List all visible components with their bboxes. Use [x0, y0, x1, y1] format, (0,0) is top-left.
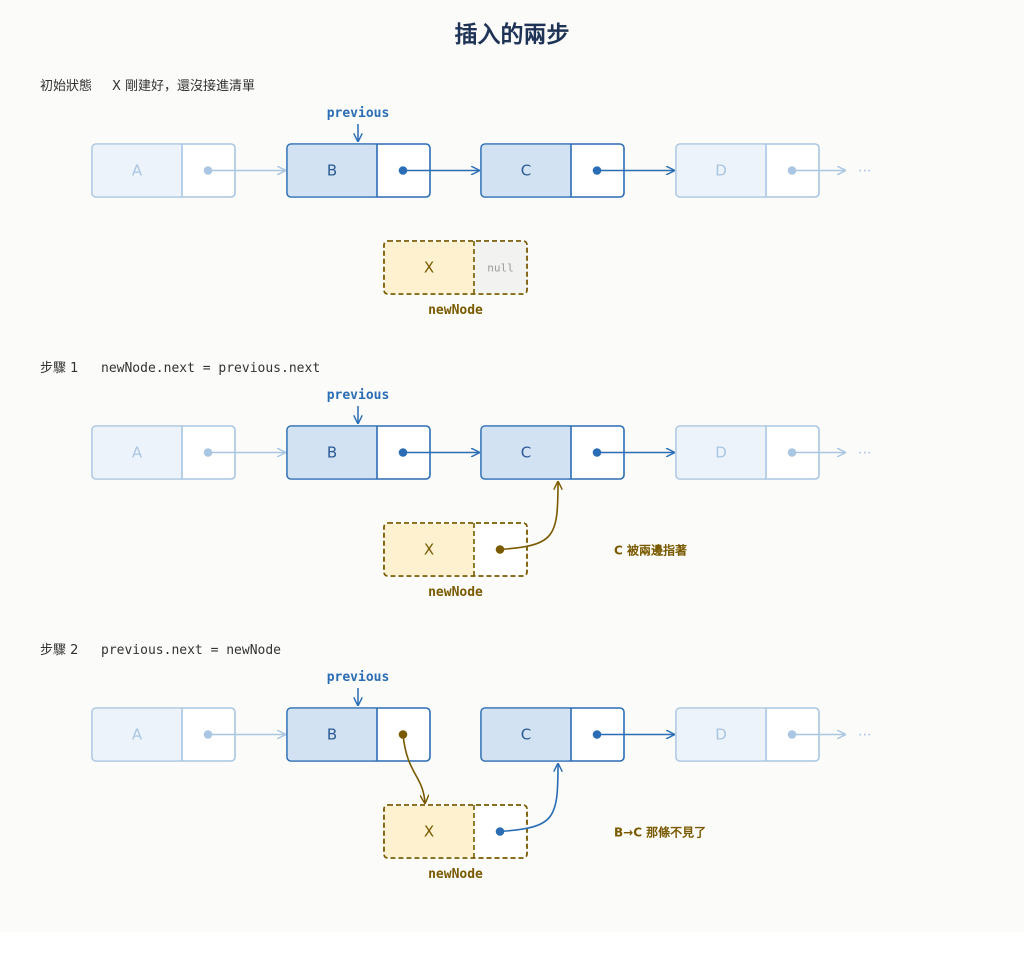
node-label: D [715, 726, 727, 744]
row-label: 步驟 1 [40, 361, 78, 376]
node-label: B [327, 726, 337, 744]
new-node-null-cell [474, 241, 527, 294]
node-label: B [327, 444, 337, 462]
new-node-data-cell [384, 523, 474, 576]
node-label: D [715, 162, 727, 180]
previous-pointer-label: previous [327, 670, 390, 685]
new-node-outline [383, 522, 528, 577]
node-data-cell [481, 426, 571, 479]
node-label: B [327, 162, 337, 180]
row-code: previous.next = newNode [101, 643, 281, 658]
new-node-name: newNode [428, 867, 483, 882]
step-note: C 被兩邊指著 [614, 543, 687, 558]
list-node: D [675, 707, 845, 762]
new-node-outline [383, 240, 528, 295]
list-node: C [480, 425, 674, 480]
row-code: newNode.next = previous.next [101, 361, 320, 376]
node-data-cell [92, 708, 182, 761]
node-data-cell [481, 144, 571, 197]
node-label: C [521, 162, 531, 180]
list-continues-ellipsis: ··· [858, 728, 871, 744]
node-data-cell [676, 426, 766, 479]
new-node-to-c-arrow [499, 764, 558, 833]
previous-pointer-label: previous [327, 388, 390, 403]
list-node: C [480, 143, 674, 198]
page-title: 插入的兩步 [455, 21, 570, 48]
new-node-name: newNode [428, 585, 483, 600]
node-data-cell [676, 144, 766, 197]
new-node-label: X [424, 541, 434, 559]
node-label: A [132, 444, 143, 462]
list-node: B [286, 143, 479, 198]
node-data-cell [287, 426, 377, 479]
node-data-cell [481, 708, 571, 761]
list-continues-ellipsis: ··· [858, 164, 871, 180]
list-node: A [91, 425, 285, 480]
node-label: C [521, 444, 531, 462]
list-node: B [286, 707, 431, 762]
new-node-name: newNode [428, 303, 483, 318]
node-data-cell [676, 708, 766, 761]
node-label: D [715, 444, 727, 462]
list-continues-ellipsis: ··· [858, 446, 871, 462]
node-data-cell [92, 426, 182, 479]
node-data-cell [287, 708, 377, 761]
list-node: A [91, 707, 285, 762]
new-node-to-c-arrow [499, 482, 558, 551]
list-node: B [286, 425, 479, 480]
node-data-cell [287, 144, 377, 197]
node-label: C [521, 726, 531, 744]
list-node: A [91, 143, 285, 198]
b-to-new-node-arrow [402, 734, 425, 804]
list-node: D [675, 425, 845, 480]
new-node-label: X [424, 259, 434, 277]
row-label: 步驟 2 [40, 643, 78, 658]
row-label: 初始狀態 [40, 78, 92, 94]
node-label: A [132, 726, 143, 744]
null-value: null [487, 262, 514, 275]
list-node: D [675, 143, 845, 198]
new-node-label: X [424, 823, 434, 841]
diagram-row: 步驟 1 newNode.next = previous.next previous… [40, 361, 871, 600]
step-note: B→C 那條不見了 [614, 825, 706, 840]
node-data-cell [92, 144, 182, 197]
new-node-data-cell [384, 805, 474, 858]
list-node: C [480, 707, 674, 762]
node-label: A [132, 162, 143, 180]
previous-pointer-label: previous [327, 106, 390, 121]
row-code: X 剛建好，還沒接進清單 [112, 78, 255, 94]
new-node-outline [383, 804, 528, 859]
new-node-data-cell [384, 241, 474, 294]
